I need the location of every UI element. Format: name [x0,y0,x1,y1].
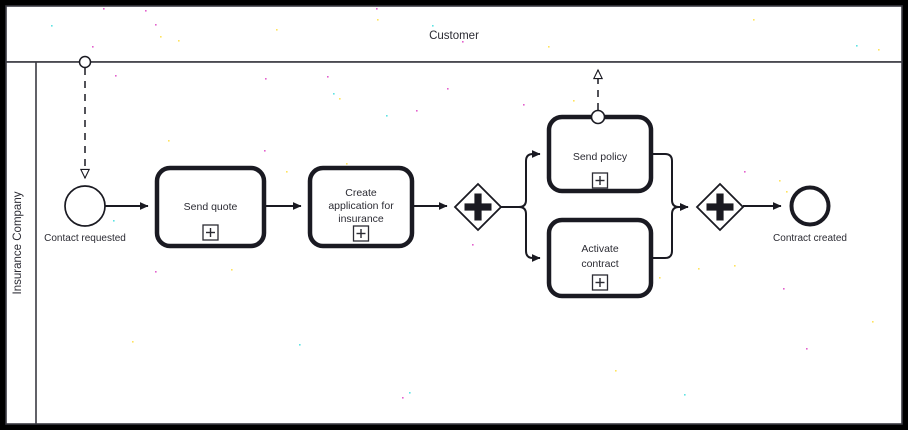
pool-insurance-company[interactable] [5,61,903,425]
end-event-label: Contract created [773,233,847,244]
gateway-parallel-join[interactable] [695,182,745,232]
task-activate-contract[interactable]: Activate contract [546,217,654,299]
pool-customer-label: Customer [429,30,479,42]
sequence-flow-activate-contract-to-join[interactable] [651,203,689,259]
task-create-application-box [307,165,415,249]
plus-box-icon [591,274,609,291]
sequence-flow-split-to-activate-contract[interactable] [501,206,541,262]
task-send-quote[interactable]: Send quote [154,165,267,249]
task-send-policy-label: Send policy [573,151,628,163]
plus-icon [464,193,492,221]
task-activate-contract-label-line-2: contract [581,258,618,270]
message-boundary-event-icon[interactable] [590,109,606,125]
plus-icon [706,193,734,221]
plus-box-icon [591,172,609,189]
task-send-policy[interactable]: Send policy [546,114,654,194]
start-event-circle [64,185,106,227]
task-send-quote-box [154,165,267,249]
plus-box-icon [352,225,370,242]
gateway-parallel-split[interactable] [453,182,503,232]
task-create-application-label-line-2: application for [328,200,394,212]
end-event-contract-created[interactable] [789,185,831,227]
pool-insurance-company-label: Insurance Company [12,191,24,294]
task-activate-contract-label-line-1: Activate [581,243,619,255]
start-event-label: Contact requested [44,233,126,244]
pool-customer[interactable] [5,5,903,63]
task-send-quote-label: Send quote [184,201,238,213]
start-event-contact-requested[interactable] [64,185,106,227]
task-create-application-label-line-3: insurance [338,213,384,225]
plus-box-icon [202,224,219,241]
message-flow-source-dot [78,55,92,69]
message-flow-customer-to-start[interactable] [78,55,92,179]
end-event-circle [789,185,831,227]
task-create-application-label-line-1: Create [345,187,377,199]
task-create-application[interactable]: Create application for insurance [307,165,415,249]
task-activate-contract-box [546,217,654,299]
